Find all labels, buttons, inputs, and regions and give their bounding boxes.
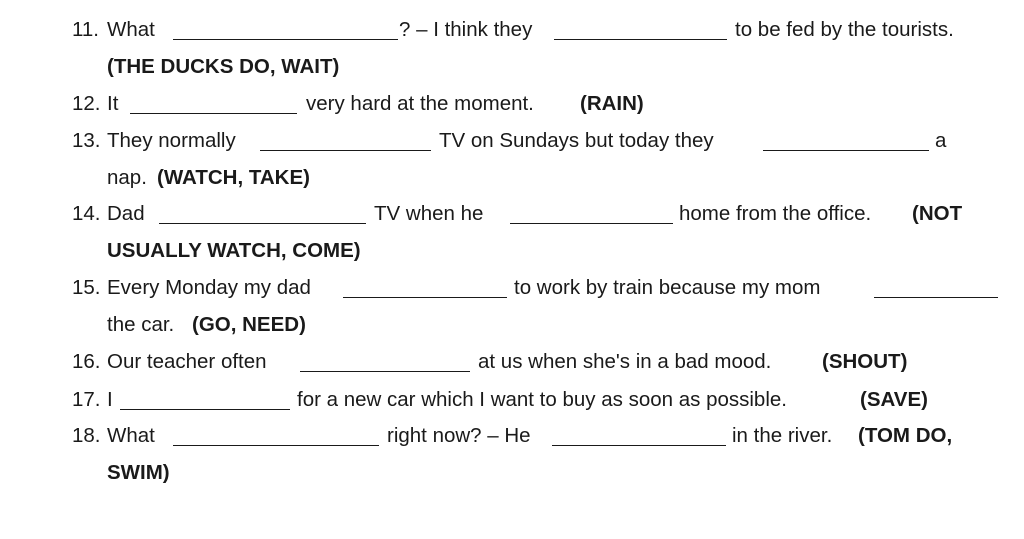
answer-blank[interactable] [343,297,507,298]
answer-blank[interactable] [260,150,431,151]
answer-blank[interactable] [874,297,998,298]
item-text: nap. [107,166,147,189]
answer-blank[interactable] [300,371,470,372]
item-number: 14. [72,202,101,225]
verb-hint: (SHOUT) [822,350,908,373]
item-text: I [107,388,113,411]
verb-hint: (WATCH, TAKE) [157,166,310,189]
item-text: What [107,18,155,41]
answer-blank[interactable] [173,445,379,446]
verb-hint: (THE DUCKS DO, WAIT) [107,55,340,78]
item-number: 13. [72,129,101,152]
answer-blank[interactable] [763,150,929,151]
item-text: home from the office. [679,202,872,225]
item-number: 16. [72,350,101,373]
answer-blank[interactable] [130,113,297,114]
item-text: for a new car which I want to buy as soo… [297,388,787,411]
verb-hint: (GO, NEED) [192,313,306,336]
answer-blank[interactable] [159,223,366,224]
item-text: They normally [107,129,236,152]
item-text: right now? – He [387,424,531,447]
item-text: What [107,424,155,447]
answer-blank[interactable] [120,409,290,410]
item-text: ? – I think they [399,18,533,41]
answer-blank[interactable] [552,445,726,446]
item-number: 11. [72,18,99,41]
item-number: 18. [72,424,101,447]
verb-hint: (TOM DO, [858,424,953,447]
item-text: in the river. [732,424,833,447]
item-text: Dad [107,202,145,225]
item-text: to work by train because my mom [514,276,821,299]
verb-hint: (SAVE) [860,388,928,411]
item-text: very hard at the moment. [306,92,534,115]
item-number: 12. [72,92,101,115]
answer-blank[interactable] [510,223,673,224]
item-text: at us when she's in a bad mood. [478,350,772,373]
answer-blank[interactable] [554,39,727,40]
answer-blank[interactable] [173,39,398,40]
item-text: the car. [107,313,175,336]
item-text: TV when he [374,202,484,225]
item-text: to be fed by the tourists. [735,18,954,41]
item-text: TV on Sundays but today they [439,129,714,152]
item-text: It [107,92,119,115]
item-number: 15. [72,276,101,299]
item-number: 17. [72,388,101,411]
verb-hint: (RAIN) [580,92,644,115]
verb-hint: (NOT [912,202,963,225]
item-text: Our teacher often [107,350,267,373]
verb-hint: USUALLY WATCH, COME) [107,239,361,262]
verb-hint: SWIM) [107,461,170,484]
item-text: Every Monday my dad [107,276,311,299]
item-text: a [935,129,947,152]
